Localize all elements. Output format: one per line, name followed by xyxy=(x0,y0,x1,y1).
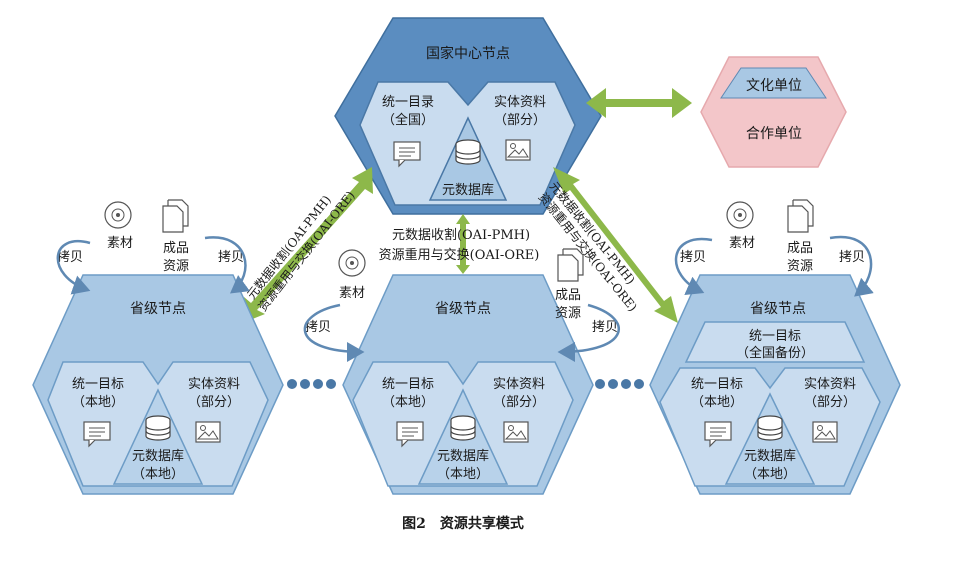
province-middle-physical-scope: （部分） xyxy=(493,395,545,410)
province-left-title: 省级节点 xyxy=(130,301,186,317)
disc-icon xyxy=(104,201,132,229)
province-right-title: 省级节点 xyxy=(750,301,806,317)
left-product-line1: 成品 xyxy=(163,241,189,256)
middle-material-label: 素材 xyxy=(339,286,365,301)
middle-reuse-label: 资源重用与交换(OAI-ORE) xyxy=(379,247,540,263)
left-material-label: 素材 xyxy=(107,236,133,251)
central-catalog-label: 统一目录 xyxy=(382,95,434,110)
province-middle-physical: 实体资料 xyxy=(493,377,545,392)
disc-icon xyxy=(338,249,366,277)
chat-icon xyxy=(396,421,424,448)
copy-arrow xyxy=(56,240,91,295)
province-right-backup: 统一目标 xyxy=(749,329,801,344)
province-left-metadata: 元数据库 xyxy=(132,448,184,464)
province-middle-title: 省级节点 xyxy=(435,301,491,317)
province-middle-catalog-scope: （本地） xyxy=(382,395,434,410)
image-icon xyxy=(505,139,531,161)
province-left-catalog-scope: （本地） xyxy=(72,395,124,410)
database-icon xyxy=(450,415,476,441)
province-right-backup-scope: （全国备份） xyxy=(736,345,814,361)
database-icon xyxy=(455,139,481,165)
central-partner-arrow xyxy=(586,88,692,118)
right-product-line2: 资源 xyxy=(787,259,813,274)
middle-copy-label-1: 拷贝 xyxy=(305,320,331,335)
right-copy-label-2: 拷贝 xyxy=(839,250,865,265)
province-left-catalog: 统一目标 xyxy=(72,377,124,392)
right-copy-label-1: 拷贝 xyxy=(680,250,706,265)
right-sources: 素材 成品 资源 拷贝 拷贝 xyxy=(674,199,874,297)
central-middle-arrow xyxy=(456,214,470,274)
central-right-arrow xyxy=(553,167,678,323)
copy-arrow xyxy=(829,235,874,297)
left-copy-label-2: 拷贝 xyxy=(218,250,244,265)
right-product-line1: 成品 xyxy=(787,241,813,256)
figure-caption: 图2 资源共享模式 xyxy=(402,515,524,532)
province-node-right: 省级节点 统一目标 （全国备份） 统一目标 （本地） 实体资料 （部分） 元数据… xyxy=(649,274,901,495)
partner-coop-label: 合作单位 xyxy=(746,126,802,142)
left-product-line2: 资源 xyxy=(163,259,189,274)
chat-icon xyxy=(704,421,732,448)
left-sources: 素材 成品 资源 拷贝 拷贝 xyxy=(56,199,251,295)
middle-copy-label-2: 拷贝 xyxy=(592,320,618,335)
province-middle-metadata-scope: （本地） xyxy=(437,467,489,482)
central-title: 国家中心节点 xyxy=(426,45,510,62)
province-right-metadata-scope: （本地） xyxy=(744,467,796,482)
image-icon xyxy=(503,421,529,443)
province-right-physical-scope: （部分） xyxy=(804,395,856,410)
province-left-physical-scope: （部分） xyxy=(188,395,240,410)
province-middle-catalog: 统一目标 xyxy=(382,377,434,392)
left-copy-label-1: 拷贝 xyxy=(57,250,83,265)
disc-icon xyxy=(726,201,754,229)
ellipsis-dots-right xyxy=(595,379,644,389)
document-icon xyxy=(787,199,814,233)
central-metadata-label: 元数据库 xyxy=(442,182,494,198)
province-node-left: 省级节点 统一目标 （本地） 实体资料 （部分） 元数据库 （本地） xyxy=(32,274,284,495)
copy-arrow xyxy=(204,236,251,294)
province-right-catalog-scope: （本地） xyxy=(691,395,743,410)
central-node: 国家中心节点 统一目录 （全国） 实体资料 （部分） 元数据库 xyxy=(334,17,602,215)
middle-product-line1: 成品 xyxy=(555,288,581,303)
partner-culture-label: 文化单位 xyxy=(746,78,802,94)
copy-arrow xyxy=(674,237,713,295)
copy-arrow xyxy=(303,303,365,362)
central-left-arrow xyxy=(240,167,373,324)
central-physical-scope: （部分） xyxy=(494,113,546,128)
province-right-catalog: 统一目标 xyxy=(691,377,743,392)
chat-icon xyxy=(83,421,111,448)
database-icon xyxy=(757,415,783,441)
province-right-metadata: 元数据库 xyxy=(744,448,796,464)
database-icon xyxy=(145,415,171,441)
middle-harvest-label: 元数据收割(OAI-PMH) xyxy=(392,227,530,243)
left-harvest-label: 元数据收割(OAI-PMH) xyxy=(244,192,334,302)
province-left-metadata-scope: （本地） xyxy=(132,467,184,482)
central-physical-label: 实体资料 xyxy=(494,95,546,110)
copy-arrow xyxy=(557,303,620,362)
province-left-physical: 实体资料 xyxy=(188,377,240,392)
middle-sources: 素材 成品 资源 拷贝 拷贝 xyxy=(303,248,620,362)
image-icon xyxy=(195,421,221,443)
province-node-middle: 省级节点 统一目标 （本地） 实体资料 （部分） 元数据库 （本地） xyxy=(342,274,594,495)
partner-node: 文化单位 合作单位 xyxy=(700,56,847,168)
right-material-label: 素材 xyxy=(729,236,755,251)
chat-icon xyxy=(393,141,421,168)
province-middle-metadata: 元数据库 xyxy=(437,448,489,464)
central-catalog-scope: （全国） xyxy=(382,112,434,128)
document-icon xyxy=(162,199,189,233)
document-icon xyxy=(557,248,584,282)
image-icon xyxy=(812,421,838,443)
middle-product-line2: 资源 xyxy=(555,306,581,321)
ellipsis-dots-left xyxy=(287,379,336,389)
exchange-arrows xyxy=(240,88,692,324)
province-right-physical: 实体资料 xyxy=(804,377,856,392)
